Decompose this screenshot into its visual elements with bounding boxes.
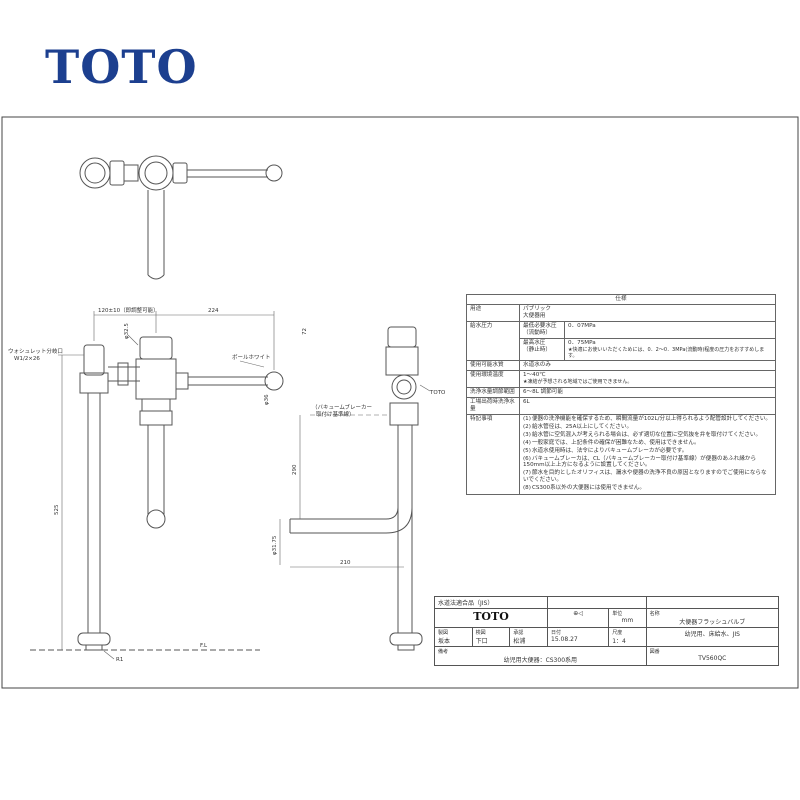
spec-note: (2)給水管径は、25A以上にしてください。 <box>523 423 633 430</box>
spec-water-label: 使用可能水質 <box>466 360 520 372</box>
dim-width-210: 210 <box>340 560 351 566</box>
spec-flow-set-value: 6L <box>519 396 776 415</box>
spec-use-1: パブリック <box>523 305 551 312</box>
tb-approve-label: 承認 <box>513 630 524 636</box>
dim-diam-top: φ32.5 <box>124 323 130 339</box>
spec-max-cell-value: 0．75MPa ★快適にお使いいただくためには、0．2～0．3MPa(流動時)程… <box>564 337 776 362</box>
spec-max-label: 最高水圧 <box>523 339 546 346</box>
spec-use-2: 大便器用 <box>523 312 546 319</box>
dim-left-span: 120±10（即調整可能） <box>98 306 159 314</box>
tb-jis: 水道法適合品（JIS） <box>433 596 549 609</box>
spec-use-value: パブリック 大便器用 <box>519 303 776 322</box>
label-toto-mark: TOTO <box>429 390 446 396</box>
spec-notes-label: 特記事項 <box>466 413 520 496</box>
side-dimension-text: 290 φ31.75 210 72 （バキュームブレーカー 取付け基準線） TO… <box>272 328 446 566</box>
tb-scale-label: 尺度 <box>612 630 623 636</box>
tb-drawing-no-label: 図番 <box>649 649 660 655</box>
spec-env-cell: 1～40℃ ★凍結が予想される地域ではご使用できません。 <box>519 370 776 388</box>
spec-note: (6)バキュームブレーカは、CL（バキュームブレーカー取付け基準線）が便器のあふ… <box>523 455 757 469</box>
dim-height-525: 525 <box>54 504 60 515</box>
tb-drawn-value: 坂本 <box>438 638 451 645</box>
spec-flow-set-label: 工場出荷時洗浄水量 <box>466 396 520 415</box>
dim-radius: R1 <box>116 657 123 663</box>
spec-notes-cell: (1)便器の洗浄機能を確保するため、瞬間流量が102L/分以上得られるよう配管設… <box>519 413 776 496</box>
spec-note: (5)水道水使用時は、法令によりバキュームブレーカが必要です。 <box>523 447 688 454</box>
tb-remarks-label: 備考 <box>438 649 449 655</box>
tb-scale-value: 1：4 <box>612 638 626 645</box>
tb-date-label: 日付 <box>551 630 562 636</box>
tb-unit-value: mm <box>621 617 634 624</box>
spec-note: (3)給水管に空気混入が考えられる場合は、必ず適切な位置に空気抜を弁を取付けてく… <box>523 431 762 438</box>
spec-max-value: 0．75MPa <box>568 339 596 346</box>
tb-approve-value: 松浦 <box>513 638 526 645</box>
toto-logo: TOTO <box>45 40 198 94</box>
technical-drawing: 120±10（即調整可能） 224 φ32.5 525 φ36 F.L R1 ウ… <box>1 116 799 689</box>
plan-view <box>79 155 283 280</box>
front-dimensions <box>58 311 275 660</box>
spec-env-value: 1～40℃ <box>523 372 546 379</box>
label-vacuum-breaker-1: （バキュームブレーカー <box>312 403 372 411</box>
spec-env-label: 使用環境温度 <box>466 370 520 388</box>
spec-use-label: 用途 <box>466 303 520 322</box>
tb-desc-value: 幼児用、床給水、JIS <box>645 627 780 647</box>
label-ball-white: ボールホワイト <box>232 353 271 361</box>
spec-title: 仕様 <box>466 294 776 305</box>
spec-flow-adj-label: 洗浄水量調節範囲 <box>466 386 520 398</box>
dim-height-290: 290 <box>292 464 298 475</box>
label-washlet-branch: ウォシュレット分岐口 <box>8 347 63 355</box>
spec-pressure-label: 給水圧力 <box>466 320 520 362</box>
spec-min-sub: （流動時） <box>523 329 551 336</box>
tb-name-value: 大便器フラッシュバルブ <box>679 619 746 626</box>
side-view <box>289 326 423 651</box>
tb-name-label: 名称 <box>649 611 660 617</box>
dim-knob-diam: φ36 <box>264 394 270 405</box>
tb-date-value: 15.08.27 <box>551 636 578 643</box>
side-dimensions <box>279 384 431 568</box>
spec-max-sub: （静止時） <box>523 346 551 353</box>
label-vacuum-breaker-2: 取付け基準線） <box>316 410 355 418</box>
front-view <box>30 336 284 651</box>
spec-water-value: 水道水のみ <box>519 360 776 372</box>
spec-notes-list: (1)便器の洗浄機能を確保するため、瞬間流量が102L/分以上得られるよう配管設… <box>523 416 772 493</box>
spec-note: (4)一般家庭では、上記条件の確保が困難なため、使用はできません。 <box>523 439 700 446</box>
spec-env-note: ★凍結が予想される地域ではご使用できません。 <box>523 379 633 386</box>
front-dimension-text: 120±10（即調整可能） 224 φ32.5 525 φ36 F.L R1 ウ… <box>8 306 271 663</box>
dim-handle-span: 224 <box>208 308 219 314</box>
spec-max-note: ★快適にお使いいただくためには、0．2～0．3MPa(流動時)程度の圧力をおすす… <box>568 346 765 360</box>
floor-label: F.L <box>200 643 208 649</box>
spec-note: (1)便器の洗浄機能を確保するため、瞬間流量が102L/分以上得られるよう配管設… <box>523 415 772 422</box>
dim-pipe-diam: φ31.75 <box>272 535 278 555</box>
dim-height-72: 72 <box>302 328 308 335</box>
tb-drawing-no-value: TV560QC <box>698 655 727 662</box>
tb-check-label: 検図 <box>475 630 486 636</box>
spec-flow-adj-value: 6～8L 調節可能 <box>519 386 776 398</box>
spec-min-value: 0．07MPa <box>564 320 776 339</box>
tb-remarks-value: 幼児用大便器：CS300系用 <box>503 657 578 664</box>
label-washlet-thread: W1/2×26 <box>14 356 40 362</box>
tb-drawn-label: 製図 <box>438 630 449 636</box>
spec-note: (8)CS300系以外の大便器には使用できません。 <box>523 485 645 492</box>
spec-min-cell: 最低必要水圧 （流動時） <box>519 320 565 339</box>
tb-check-value: 下口 <box>475 638 488 645</box>
tb-unit-label: 単位 <box>612 611 623 617</box>
spec-max-cell: 最高水圧 （静止時） <box>519 337 565 362</box>
projection-icon: ⊕◁ <box>547 608 610 628</box>
spec-min-label: 最低必要水圧 <box>523 322 557 329</box>
spec-table: 仕様 用途 パブリック 大便器用 給水圧力 最低必要水圧 （流動時） 0．07M… <box>466 294 776 496</box>
tb-brand: TOTO <box>433 608 549 628</box>
spec-note: (7)節水を目的としたオリフィスは、漏水や便器の洗浄不良の原因となりますのでご使… <box>523 470 767 484</box>
